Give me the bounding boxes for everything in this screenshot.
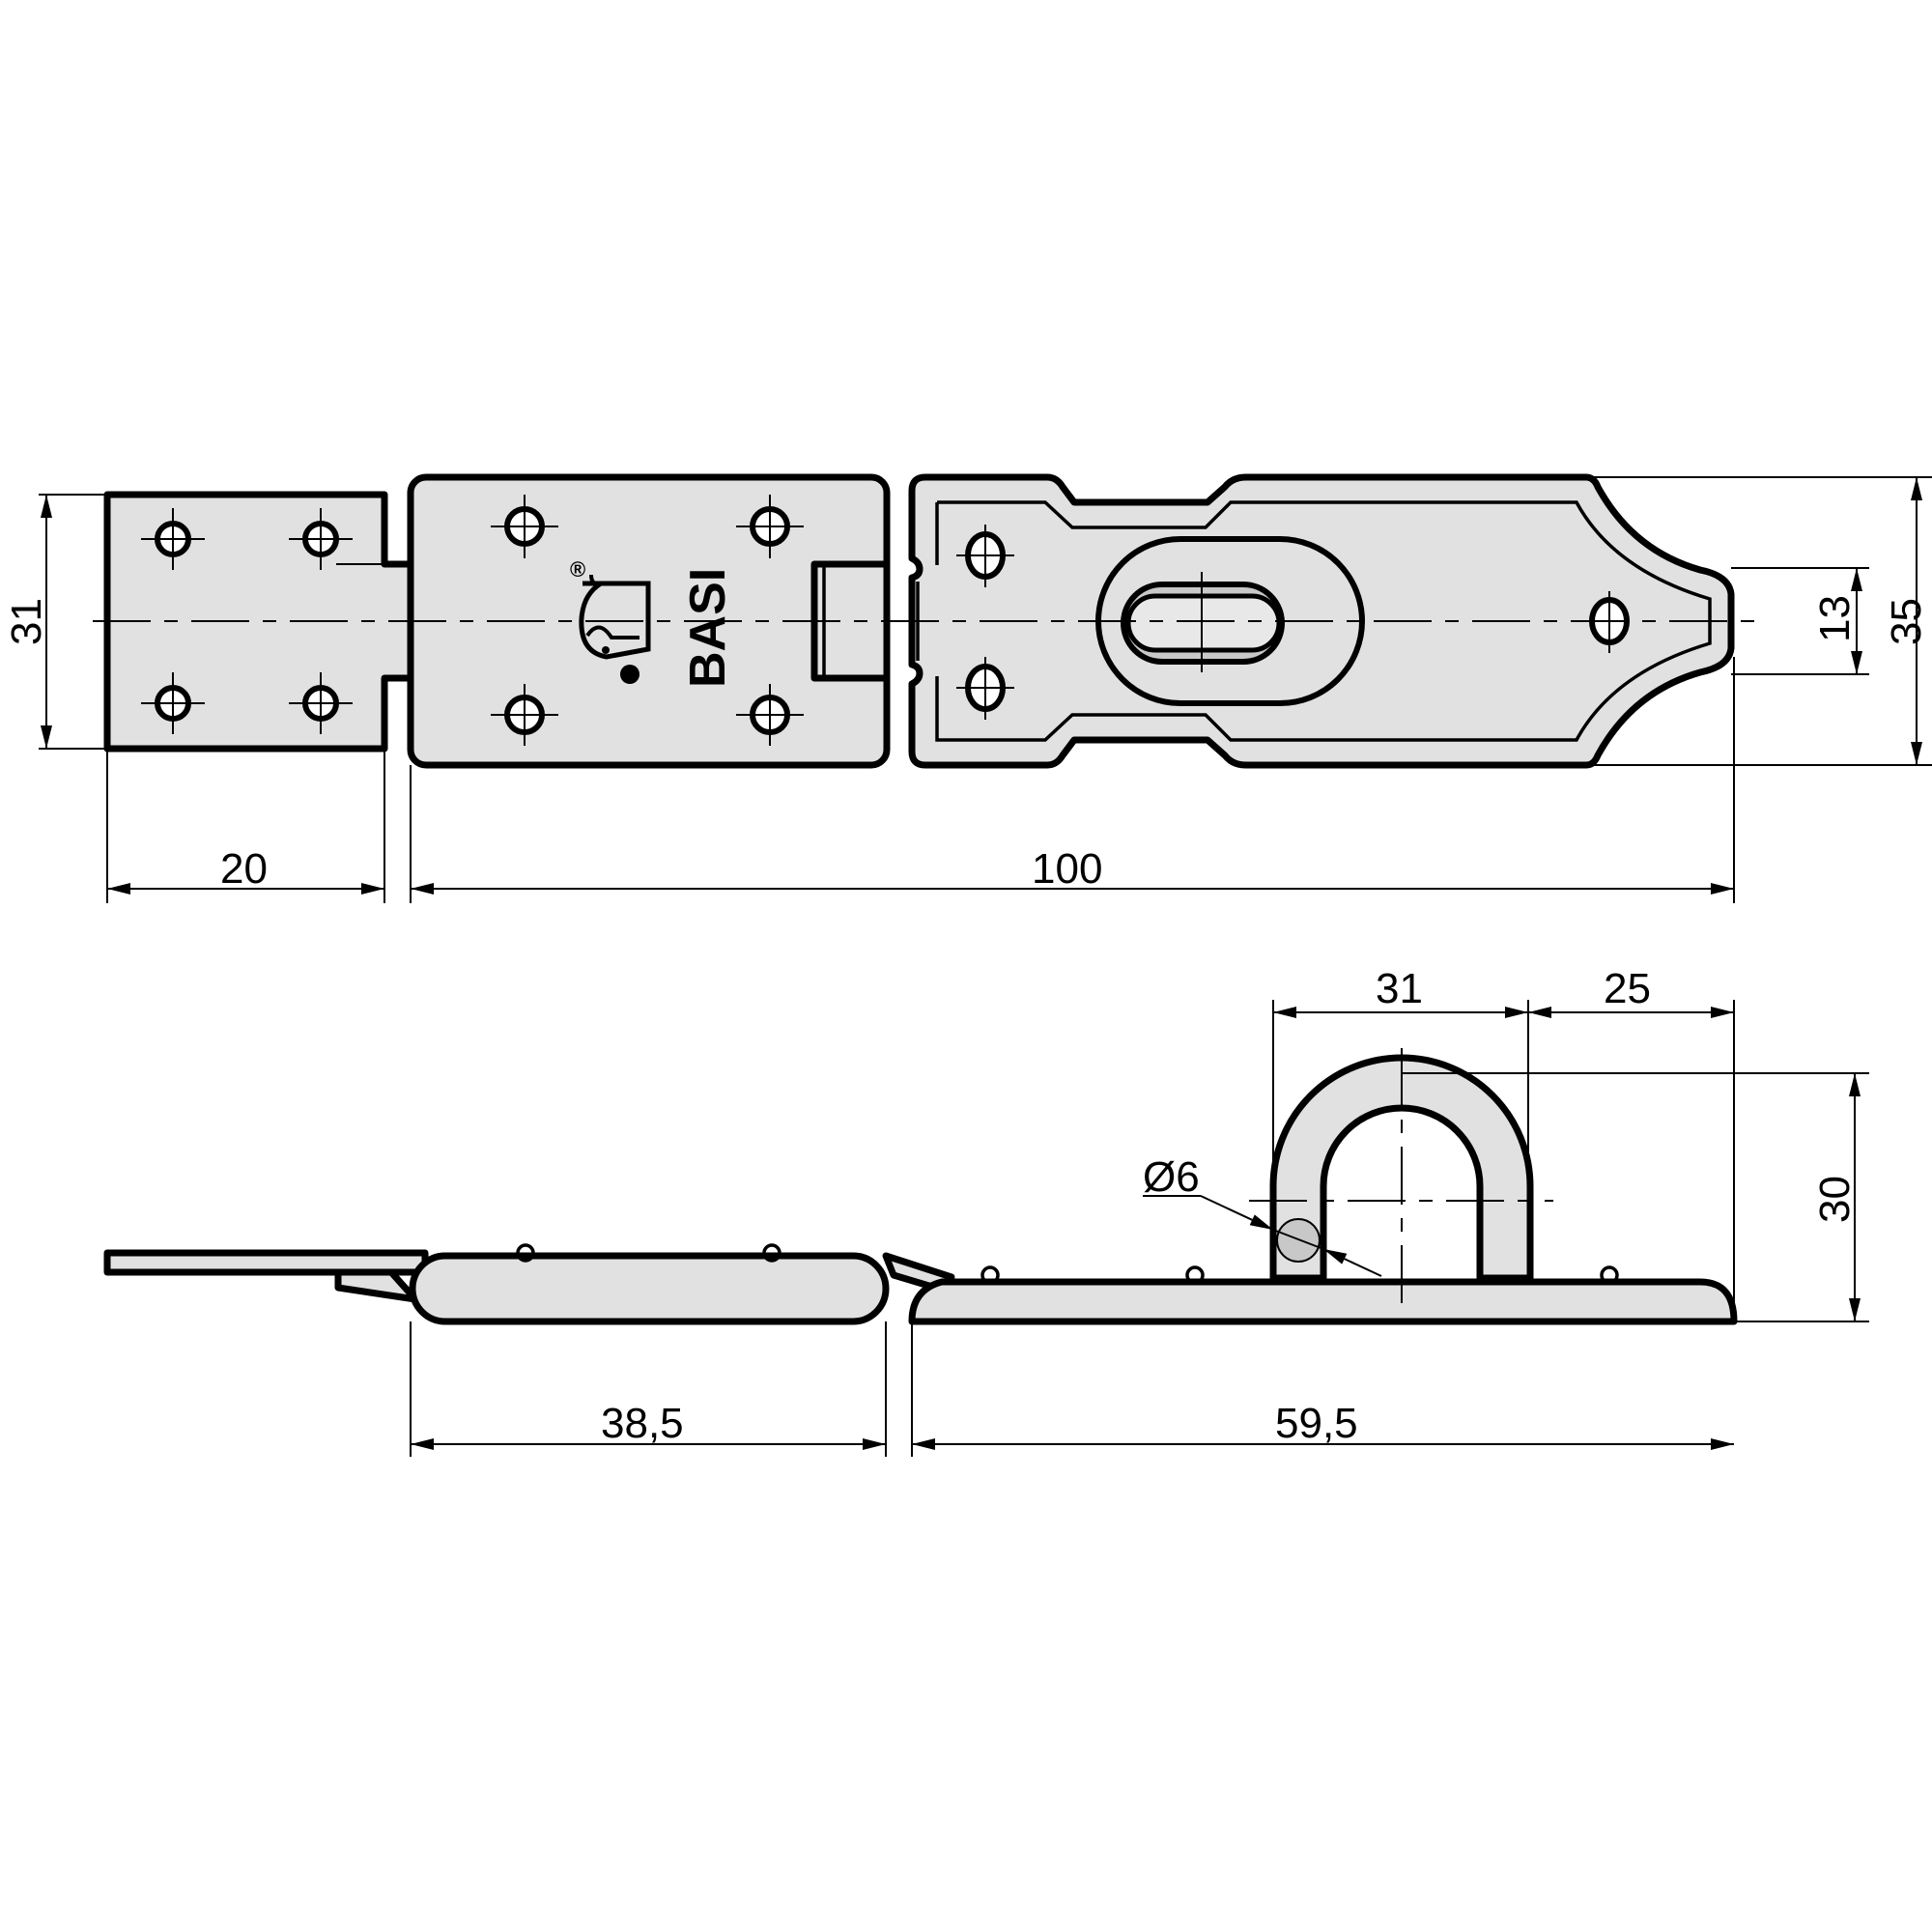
dimension-wire-diameter: Ø6: [1143, 1153, 1382, 1277]
side-hinge-plate: [409, 1252, 890, 1325]
dim-31-label: 31: [3, 598, 50, 645]
dimension-staple-offset: 25: [1528, 965, 1735, 1321]
registered-mark: ®: [570, 557, 585, 582]
screw-hole-icon: [956, 525, 1014, 587]
screw-hole-icon: [289, 508, 353, 570]
screw-hole-icon: [736, 495, 804, 558]
dimension-width-left: 20: [106, 749, 385, 903]
top-view: ® BASI: [3, 473, 1932, 903]
dim-20-label: 20: [220, 845, 268, 893]
brand-name: BASI: [680, 568, 736, 688]
dim-38-5-label: 38,5: [601, 1400, 684, 1447]
dimension-hinge-plate-length: 38,5: [410, 1321, 887, 1457]
dim-diameter-label: Ø6: [1143, 1153, 1200, 1201]
screw-hole-icon: [491, 495, 558, 558]
dimension-slot-height: 13: [1731, 567, 1869, 675]
screw-hole-icon: [141, 672, 205, 734]
dim-31-side-label: 31: [1376, 965, 1423, 1012]
dimension-overall-length: 100: [410, 657, 1735, 903]
side-view: 31 25 30 Ø6 38,5 59,5: [103, 965, 1869, 1457]
dim-13-label: 13: [1811, 595, 1859, 642]
hinge-plate: ® BASI: [407, 473, 891, 769]
dim-59-5-label: 59,5: [1275, 1400, 1358, 1447]
left-mounting-plate: [103, 491, 470, 753]
screw-hole-icon: [289, 672, 353, 734]
dim-100-label: 100: [1032, 845, 1102, 893]
dim-35-label: 35: [1883, 598, 1930, 645]
dim-30-label: 30: [1811, 1176, 1859, 1223]
dimension-staple-width: 31: [1272, 965, 1529, 1186]
brand-logo-icon: ®: [570, 557, 651, 684]
dim-25-label: 25: [1604, 965, 1651, 1012]
dimension-height-right: 35: [1586, 476, 1932, 766]
screw-hole-icon: [956, 657, 1014, 720]
screw-hole-icon: [491, 684, 558, 746]
screw-hole-icon: [141, 508, 205, 570]
screw-hole-icon: [736, 684, 804, 746]
dimension-staple-height: 30: [1402, 1072, 1869, 1322]
dimension-height-left: 31: [3, 494, 107, 750]
dimension-hasp-plate-length: 59,5: [911, 1321, 1734, 1457]
side-hasp-plate: [908, 1278, 1738, 1325]
